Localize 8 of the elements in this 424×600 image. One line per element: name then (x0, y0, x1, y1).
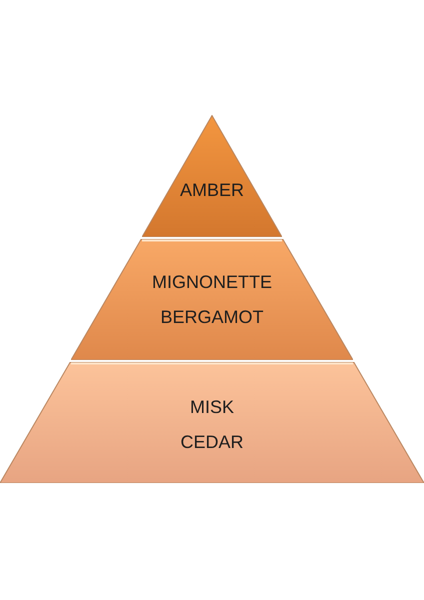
pyramid-tier (142, 115, 282, 237)
tier-label: MIGNONETTE (152, 271, 272, 293)
tier-label: AMBER (180, 179, 244, 201)
pyramid-tier (0, 362, 424, 483)
tier-label: BERGAMOT (160, 306, 264, 328)
tier-label: CEDAR (180, 431, 244, 453)
tier-label: MISK (190, 396, 234, 418)
pyramid-tier (71, 239, 353, 360)
